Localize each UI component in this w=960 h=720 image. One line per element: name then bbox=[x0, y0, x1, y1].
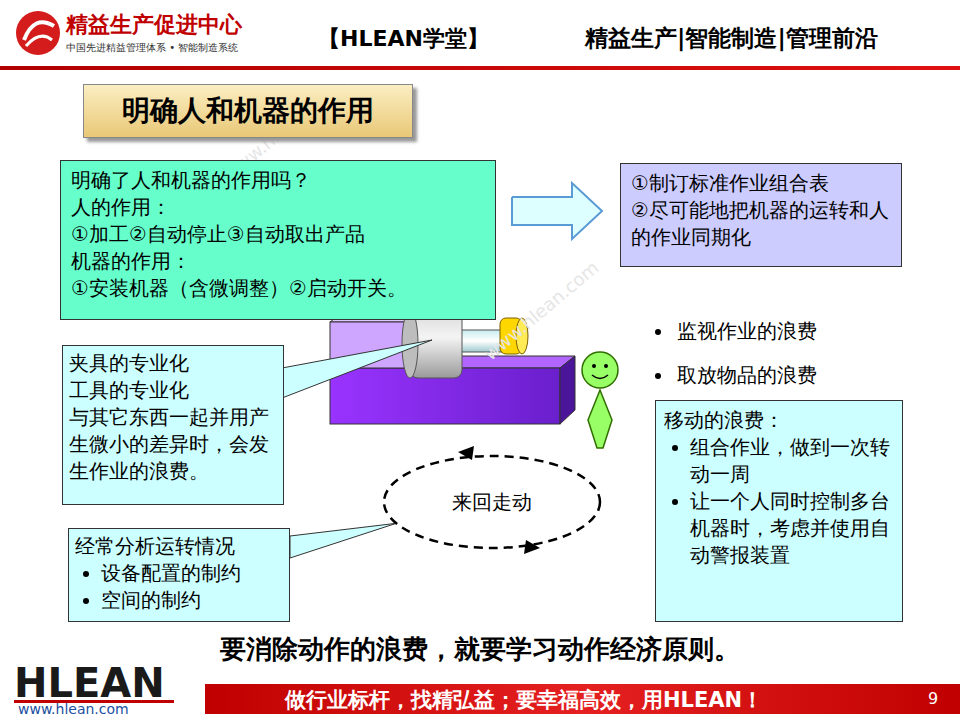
footer-url-wrap: www.hlean.com bbox=[18, 701, 129, 717]
walk-loop-ellipse: 来回走动 bbox=[380, 452, 604, 552]
callout-connector bbox=[290, 523, 396, 558]
movement-waste-box: 移动的浪费：组合作业，做到一次转动一周让一个人同时控制多台机器时，考虑并使用自动… bbox=[655, 400, 903, 622]
header-slogan-wrap: 精益生产|智能制造|管理前沿 bbox=[585, 23, 878, 54]
bullet-dot bbox=[655, 373, 661, 379]
waste-bullet: 监视作业的浪费 bbox=[677, 318, 817, 345]
fixture-callout-box: 夹具的专业化工具的专业化与其它东西一起并用产生微小的差异时，会发生作业的浪费。 bbox=[62, 345, 284, 505]
node-text: 机器的作用： bbox=[71, 248, 485, 275]
text-row: ①安装机器（含微调整）②启动开关。 bbox=[71, 275, 485, 302]
node-text: 来回走动 bbox=[452, 489, 532, 516]
bullet-dot bbox=[655, 329, 661, 335]
watermark: www.hlean.com bbox=[480, 257, 603, 365]
text-row: ①加工②自动停止③自动取出产品 bbox=[71, 221, 485, 248]
text-row: 组合作业，做到一次转动一周 bbox=[664, 434, 894, 488]
text-row: 与其它东西一起并用产生微小的差异时，会发生作业的浪费。 bbox=[69, 404, 277, 485]
bullet-dot bbox=[83, 571, 89, 577]
node-text: ①安装机器（含微调整）②启动开关。 bbox=[71, 275, 485, 302]
waste-bullet-wrap: 监视作业的浪费 bbox=[655, 318, 817, 345]
node-text: 人的作用： bbox=[71, 194, 485, 221]
header-rule bbox=[0, 66, 960, 70]
bullet-dot bbox=[672, 499, 678, 505]
node-text: 明确了人和机器的作用吗？ bbox=[71, 167, 485, 194]
header-tag-wrap: 【HLEAN学堂】 bbox=[318, 24, 489, 54]
text-row: 空间的制约 bbox=[75, 587, 283, 614]
footer-logo: HLEAN bbox=[14, 660, 165, 706]
worker-figure bbox=[582, 352, 618, 448]
node-text: 与其它东西一起并用产生微小的差异时，会发生作业的浪费。 bbox=[69, 404, 277, 485]
header-tag: 【HLEAN学堂】 bbox=[318, 24, 489, 54]
bullet-dot bbox=[672, 445, 678, 451]
text-row: ②尽可能地把机器的运转和人的作业同期化 bbox=[631, 197, 891, 251]
node-text: 让一个人同时控制多台机器时，考虑并使用自动警报装置 bbox=[690, 488, 894, 569]
bullet-dot bbox=[83, 598, 89, 604]
node-text: 夹具的专业化 bbox=[69, 350, 277, 377]
caption: 要消除动作的浪费，就要学习动作经济原则。 bbox=[220, 632, 740, 667]
node-text: ①制订标准作业组合表 bbox=[631, 170, 891, 197]
text-row: ①制订标准作业组合表 bbox=[631, 170, 891, 197]
text-row: 经常分析运转情况 bbox=[75, 533, 283, 560]
footer-band bbox=[205, 684, 960, 714]
text-row: 设备配置的制约 bbox=[75, 560, 283, 587]
org-name-wrap: 精益生产促进中心 bbox=[66, 10, 242, 40]
footer-url: www.hlean.com bbox=[18, 701, 129, 717]
slide-title: 明确人和机器的作用 bbox=[122, 92, 374, 130]
question-box: 明确了人和机器的作用吗？人的作用：①加工②自动停止③自动取出产品机器的作用：①安… bbox=[60, 160, 496, 320]
text-row: 夹具的专业化 bbox=[69, 350, 277, 377]
block-arrow bbox=[512, 183, 602, 239]
footer-slogan: 做行业标杆，找精弘益；要幸福高效，用HLEAN！ bbox=[285, 686, 763, 714]
text-row: 工具的专业化 bbox=[69, 377, 277, 404]
text-row: 机器的作用： bbox=[71, 248, 485, 275]
footer-logo-wrap: HLEAN bbox=[14, 660, 165, 706]
node-text: ②尽可能地把机器的运转和人的作业同期化 bbox=[631, 197, 891, 251]
org-subtitle: 中国先进精益管理体系 • 智能制造系统 bbox=[66, 41, 238, 55]
page-number-wrap: 9 bbox=[928, 689, 938, 708]
node-text: 移动的浪费： bbox=[664, 407, 894, 434]
text-row: 人的作用： bbox=[71, 194, 485, 221]
node-text: 空间的制约 bbox=[101, 587, 283, 614]
title-box: 明确人和机器的作用 bbox=[83, 84, 413, 138]
header-logo bbox=[16, 11, 60, 55]
node-text: 工具的专业化 bbox=[69, 377, 277, 404]
node-text: 组合作业，做到一次转动一周 bbox=[690, 434, 894, 488]
watermark-wrap: www.hlean.com bbox=[480, 257, 603, 365]
action-box: ①制订标准作业组合表②尽可能地把机器的运转和人的作业同期化 bbox=[620, 163, 902, 267]
text-row: 让一个人同时控制多台机器时，考虑并使用自动警报装置 bbox=[664, 488, 894, 569]
waste-bullet: 取放物品的浪费 bbox=[677, 362, 817, 389]
node-text: 经常分析运转情况 bbox=[75, 533, 283, 560]
org-name: 精益生产促进中心 bbox=[66, 10, 242, 40]
page-number: 9 bbox=[928, 689, 938, 708]
callout-pointer bbox=[282, 340, 432, 398]
waste-bullet-wrap: 取放物品的浪费 bbox=[655, 362, 817, 389]
machine-illustration bbox=[330, 310, 575, 424]
footer-slogan-wrap: 做行业标杆，找精弘益；要幸福高效，用HLEAN！ bbox=[285, 686, 763, 714]
header-slogan: 精益生产|智能制造|管理前沿 bbox=[585, 23, 878, 54]
analysis-callout-box: 经常分析运转情况设备配置的制约空间的制约 bbox=[68, 528, 290, 622]
text-row: 来回走动 bbox=[452, 489, 532, 516]
org-subtitle-wrap: 中国先进精益管理体系 • 智能制造系统 bbox=[66, 41, 238, 55]
node-text: 设备配置的制约 bbox=[101, 560, 283, 587]
text-row: 移动的浪费： bbox=[664, 407, 894, 434]
node-text: ①加工②自动停止③自动取出产品 bbox=[71, 221, 485, 248]
caption-wrap: 要消除动作的浪费，就要学习动作经济原则。 bbox=[0, 632, 960, 667]
text-row: 明确了人和机器的作用吗？ bbox=[71, 167, 485, 194]
